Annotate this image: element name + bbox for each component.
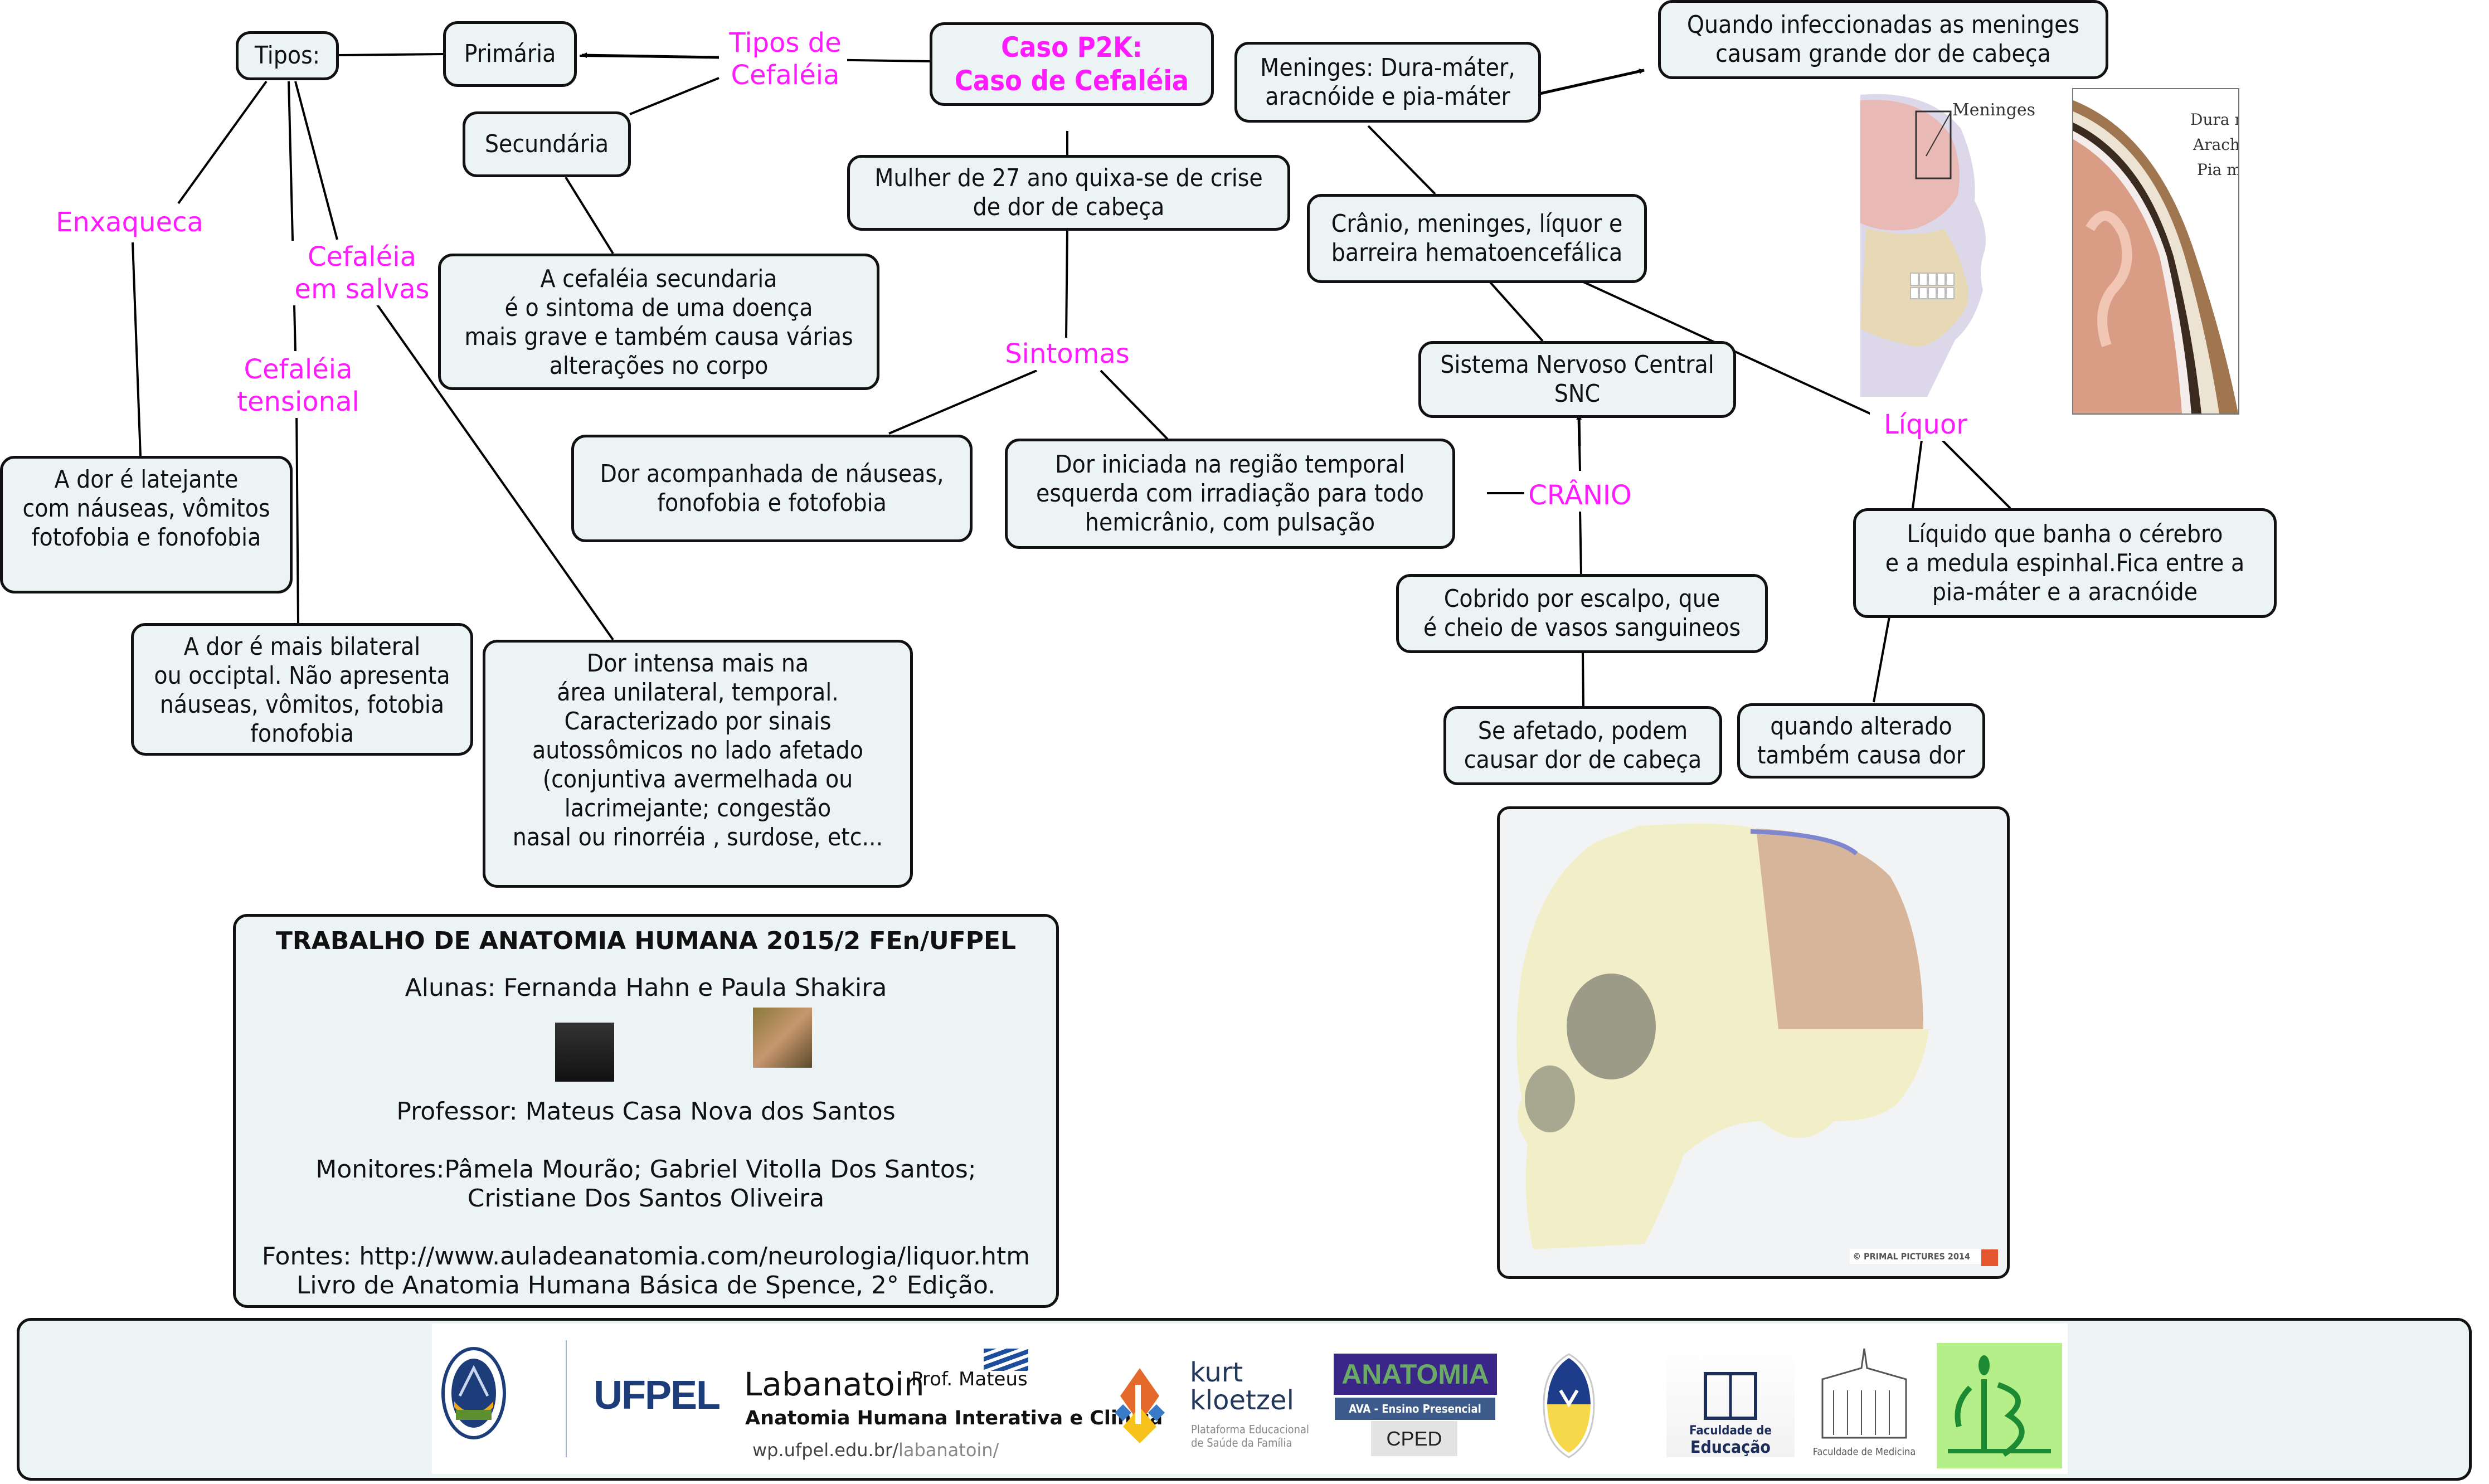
node-secundaria-desc[interactable]: A cefaléia secundaria é o sintoma de uma… <box>438 254 879 390</box>
link-sintomas-s1 <box>888 369 1037 435</box>
label-cranio: CRÂNIO <box>1524 479 1636 512</box>
node-meninges[interactable]: Meninges: Dura-máter, aracnóide e pia-má… <box>1234 42 1541 123</box>
link-tipos-salvas <box>294 81 338 240</box>
layer-caption-arachnoid: Arachnoid <box>2193 135 2239 154</box>
fae-line2: Educação <box>1690 1438 1771 1457</box>
credits-box: TRABALHO DE ANATOMIA HUMANA 2015/2 FEn/U… <box>233 914 1059 1308</box>
node-alterado[interactable]: quando alterado também causa dor <box>1737 703 1985 779</box>
credits-title: TRABALHO DE ANATOMIA HUMANA 2015/2 FEn/U… <box>275 927 1017 955</box>
fae-book-icon <box>1704 1372 1757 1420</box>
link-sintomas-s2 <box>1100 369 1169 440</box>
root-title-line1: Caso P2K: <box>1001 31 1143 64</box>
primal-logo-icon <box>1981 1249 1998 1266</box>
layer-caption-dura: Dura mater <box>2190 110 2238 129</box>
node-enxaqueca-desc[interactable]: A dor é latejante com náuseas, vômitos f… <box>0 456 293 593</box>
node-primaria[interactable]: Primária <box>443 21 577 87</box>
label-enxaqueca: Enxaqueca <box>53 206 206 239</box>
skull-3d-image: © PRIMAL PICTURES 2014 <box>1497 806 2010 1279</box>
anatomia-banner: ANATOMIA <box>1334 1354 1497 1395</box>
credits-sources-1: Fontes: http://www.auladeanatomia.com/ne… <box>261 1242 1030 1271</box>
node-sintoma2[interactable]: Dor iniciada na região temporal esquerda… <box>1005 439 1455 549</box>
link-liquor-l2 <box>1941 439 2011 509</box>
label-cefaleia-em-salvas: Cefaléia em salvas <box>291 241 433 305</box>
link-cranio-snc <box>1578 417 1581 471</box>
fae-logo: Faculdade de Educação <box>1666 1346 1795 1457</box>
node-caso-desc[interactable]: Mulher de 27 ano quixa-se de crise de do… <box>847 155 1290 231</box>
node-afetado[interactable]: Se afetado, podem causar dor de cabeça <box>1443 706 1722 785</box>
logo-strip: UFPEL Labanatoin Prof. Mateus Anatomia H… <box>432 1324 2068 1474</box>
root-title-line2: Caso de Cefaléia <box>954 65 1189 97</box>
node-salvas-desc[interactable]: Dor intensa mais na área unilateral, tem… <box>483 640 913 888</box>
kurt-sub1: Plataforma Educacional <box>1191 1423 1310 1436</box>
layer-caption-pia: Pia mater <box>2197 160 2238 179</box>
credits-students: Alunas: Fernanda Hahn e Paula Shakira <box>405 974 887 1002</box>
student-photo-1 <box>555 1023 614 1082</box>
skull-credit: © PRIMAL PICTURES 2014 <box>1849 1249 1990 1264</box>
link-snc-cm <box>1486 278 1544 342</box>
credits-monitors-2: Cristiane Dos Santos Oliveira <box>467 1184 825 1213</box>
node-escalpo[interactable]: Cobrido por escalpo, que é cheio de vaso… <box>1396 574 1768 653</box>
link-root-primaria-arrow <box>581 52 720 59</box>
medicina-building-icon <box>1821 1348 1907 1439</box>
label-cefaleia-tensional: Cefaléia tensional <box>229 353 368 418</box>
link-tipos-tensional <box>288 81 296 352</box>
labanatoin-prof: Prof. Mateus <box>911 1368 1028 1390</box>
node-meninges-infec[interactable]: Quando infeccionadas as meninges causam … <box>1658 0 2108 79</box>
faculty-shield-icon <box>1543 1353 1595 1458</box>
cped-label: CPED <box>1371 1421 1457 1456</box>
instituto-biologia-icon <box>1937 1343 2062 1468</box>
credits-monitors-1: Monitores:Pâmela Mourão; Gabriel Vitolla… <box>315 1155 976 1184</box>
node-sintoma1[interactable]: Dor acompanhada de náuseas, fonofobia e … <box>571 435 973 542</box>
link-liquor-l1 <box>1912 440 1923 509</box>
meninges-head-image <box>1860 89 1989 397</box>
label-liquor: Líquor <box>1870 408 1981 441</box>
kurt-line1: kurt <box>1190 1357 1243 1388</box>
ava-banner: AVA - Ensino Presencial <box>1335 1398 1495 1420</box>
labanatoin-url: wp.ufpel.edu.br/labanatoin/ <box>752 1439 999 1461</box>
url-part-2: labanatoin/ <box>898 1439 999 1461</box>
kurt-kloetzel-icon <box>1115 1368 1165 1443</box>
ufpel-wordmark: UFPEL <box>594 1373 721 1418</box>
node-secundaria[interactable]: Secundária <box>463 111 631 177</box>
node-cranio-meninges[interactable]: Crânio, meninges, líquor e barreira hema… <box>1307 194 1647 283</box>
link-tiposde-secundaria <box>629 77 720 115</box>
node-tensional-desc[interactable]: A dor é mais bilateral ou occiptal. Não … <box>131 623 473 756</box>
link-enxaqueca-desc <box>132 242 142 456</box>
student-photo-2 <box>753 1008 812 1068</box>
labanatoin-title: Labanatoin <box>744 1365 925 1403</box>
link-tensional-desc <box>295 406 299 625</box>
link-tipos-enxaqueca <box>177 80 268 205</box>
link-caso-sintomas <box>1065 229 1068 339</box>
meninges-caption-label: Meninges <box>1952 100 2036 120</box>
node-tipos[interactable]: Tipos: <box>236 31 339 80</box>
link-meninges-infec <box>1539 69 1645 95</box>
node-snc[interactable]: Sistema Nervoso Central SNC <box>1418 341 1736 418</box>
url-part-1: wp.ufpel.edu.br/ <box>752 1439 898 1461</box>
meninges-layers-image: Dura mater Arachnoid Pia mater <box>2072 88 2239 415</box>
credits-sources-2: Livro de Anatomia Humana Básica de Spenc… <box>296 1271 996 1300</box>
kurt-line2: kloetzel <box>1190 1385 1294 1416</box>
credits-professor: Professor: Mateus Casa Nova dos Santos <box>396 1097 896 1126</box>
node-root[interactable]: Caso P2K:Caso de Cefaléia <box>930 22 1214 106</box>
link-primaria-tipos <box>338 53 444 56</box>
label-tipos-de-cefaleia: Tipos de Cefaléia <box>723 27 847 91</box>
medicina-label: Faculdade de Medicina <box>1812 1446 1916 1458</box>
link-tiposde-primaria <box>579 55 720 59</box>
kurt-sub2: de Saúde da Família <box>1191 1436 1292 1449</box>
link-liquido-alterado <box>1873 616 1890 703</box>
link-escalpo-cranio <box>1579 509 1582 575</box>
labanatoin-subtitle: Anatomia Humana Interativa e Clinica <box>745 1407 1163 1429</box>
link-secundaria-desc <box>565 176 614 255</box>
node-liquido[interactable]: Líquido que banha o cérebro e a medula e… <box>1853 508 2277 618</box>
label-sintomas: Sintomas <box>998 338 1137 370</box>
ufpel-seal-icon <box>441 1347 506 1439</box>
link-cm-meninges <box>1367 125 1436 195</box>
divider <box>566 1340 567 1457</box>
fae-line1: Faculdade de <box>1689 1424 1772 1438</box>
labanatoin-stripes-icon <box>984 1349 1028 1371</box>
